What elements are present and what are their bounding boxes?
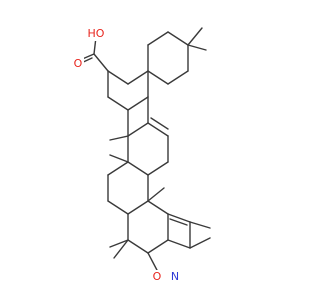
double-bond [150, 117, 169, 130]
bond [147, 31, 169, 46]
bond [127, 122, 149, 137]
methyl-bond [147, 187, 165, 202]
methyl-bond [113, 239, 129, 259]
methyl-bond [109, 135, 129, 141]
methyl-bond [109, 239, 129, 248]
atom-labels: HO O O N [72, 27, 182, 284]
bond [107, 70, 129, 85]
bond [189, 221, 211, 229]
ring-nitrogen-label: N [171, 270, 179, 283]
bond-skeleton [78, 27, 211, 273]
bond [167, 70, 189, 85]
double-bond [147, 122, 169, 137]
double-bond [167, 213, 191, 223]
bond [127, 161, 149, 176]
bond [107, 200, 129, 215]
bond [189, 237, 211, 249]
bond [167, 31, 189, 46]
hydroxyl-label: HO [88, 27, 105, 40]
double-bond [169, 218, 188, 226]
bond [147, 200, 169, 215]
bond [127, 96, 149, 111]
bond [107, 161, 129, 176]
bond [147, 239, 169, 254]
bond [93, 53, 109, 72]
bond [107, 96, 129, 111]
methyl-bond [187, 44, 207, 51]
bond [147, 252, 159, 273]
bond [127, 70, 149, 85]
ring-oxygen-label: O [153, 270, 162, 283]
carbonyl-oxygen-label: O [74, 57, 83, 70]
bond [147, 70, 169, 85]
methyl-bond [187, 27, 203, 46]
methyl-bond [109, 154, 129, 163]
bond [147, 161, 169, 176]
chemical-structure: HO O O N [72, 27, 211, 284]
bond [127, 200, 149, 215]
bond [167, 239, 191, 249]
bond [127, 239, 149, 254]
